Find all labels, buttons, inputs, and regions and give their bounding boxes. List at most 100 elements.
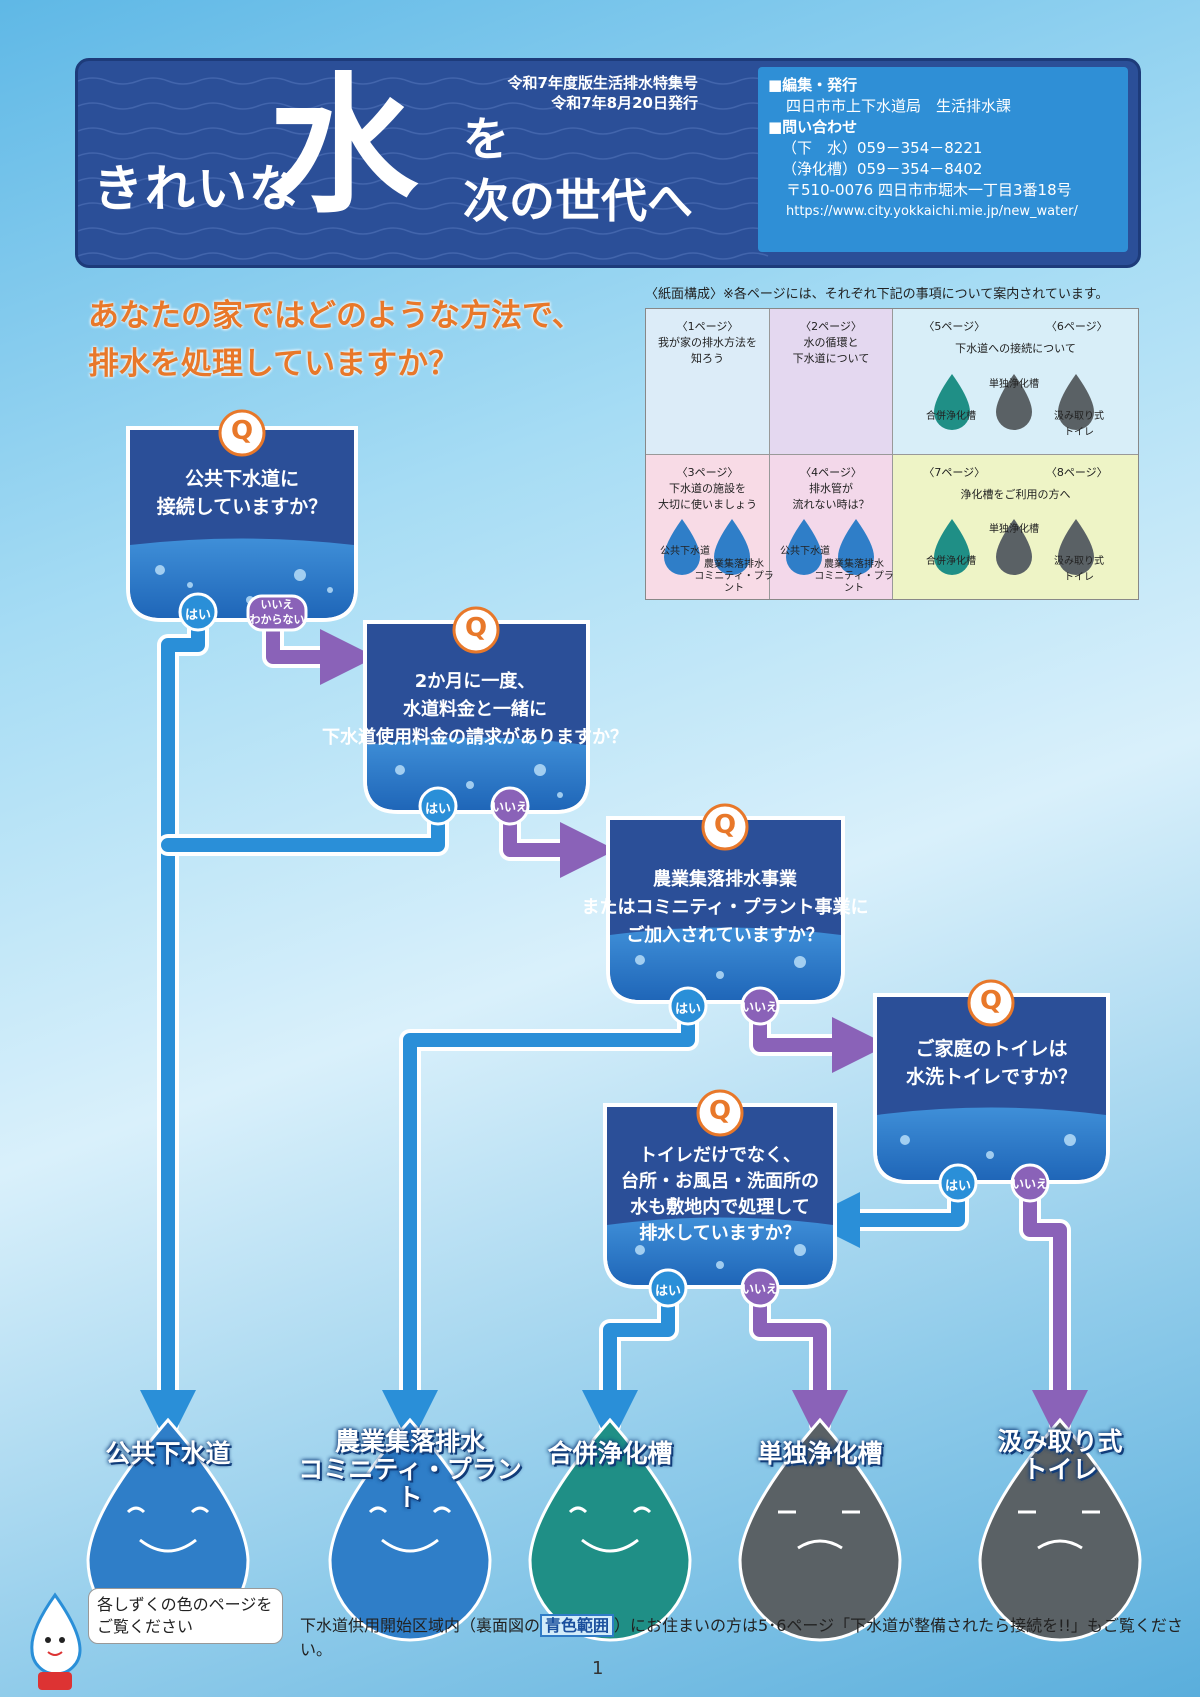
comp-label-kumitori-56: 汲み取り式トイレ [1044,409,1114,441]
contact-url[interactable]: https://www.city.yokkaichi.mie.jp/new_wa… [786,204,1078,219]
pipe-q5-yes-outline [599,1274,679,1436]
comp-page5-label: 〈5ページ〉 [923,320,986,333]
q-mark-circles [218,409,1015,1137]
comp-drop-tandoku-78 [996,519,1032,575]
q4-text: ご家庭のトイレは 水洗トイレですか？ [877,1035,1106,1091]
q3-no-label: いいえ [741,1000,778,1014]
q5-mark: Q [708,1096,732,1126]
result-kumitori-label: 汲み取り式 トイレ [970,1428,1150,1484]
comp-page8-label: 〈8ページ〉 [1045,466,1108,479]
pipe-q2-yes [161,805,445,852]
comp-label-kokyo-3: 公共下水道 [660,546,710,557]
q4-mark: Q [979,986,1003,1016]
title-prefix: きれいな [93,159,301,218]
comp-page3-text1: 下水道の施設を [669,482,746,495]
comp-label-kumitori-78a: 汲み取り式 [1054,556,1104,567]
q2-container [363,620,590,814]
q5-container [603,1103,837,1289]
q5-line1: トイレだけでなく、 [639,1145,801,1166]
q1-container [126,426,358,622]
q4-container [873,993,1110,1184]
header-banner: きれいな 水 を 次の世代へ 令和7年度版生活排水特集号 令和7年8月20日発行… [75,58,1141,268]
comp-page1-text2: 知ろう [691,352,724,365]
result-nogyo-line1: 農業集落排水 [334,1427,485,1456]
comp-label-tandoku-78: 単独浄化槽 [989,524,1039,535]
q3-line2: またはコミニティ・プラント事業に [581,897,869,918]
comp-cell-page3: 〈3ページ〉 下水道の施設を 大切に使いましょう [646,454,769,599]
comp-page56-text: 下水道への接続について [955,342,1076,355]
mascot-speech-bubble: 各しずくの色のページを ご覧ください [88,1588,283,1644]
comp-page2-text1: 水の循環と [803,336,859,349]
q1-no-label: いいえ わからない [246,597,308,627]
comp-drop-gappei-56 [934,374,970,430]
comp-page2-text2: 下水道について [792,352,870,365]
q1-line1: 公共下水道に [184,468,299,490]
comp-drop-nogyo-4 [838,519,874,575]
q3-line1: 農業集落排水事業 [653,869,797,890]
comp-label-kokyo-4: 公共下水道 [780,546,830,557]
contact-publisher: 四日市市上下水道局 生活排水課 [786,97,1012,115]
contact-heading-inquiry: ■問い合わせ [768,118,858,136]
pipe-q4-no [1023,1173,1088,1446]
q5-text: トイレだけでなく、 台所・お風呂・洗面所の 水も敷地内で処理して 排水しています… [607,1143,833,1247]
page-number: 1 [592,1658,604,1679]
q1-line2: 接続していますか？ [156,496,328,518]
comp-drop-gappei-78 [934,519,970,575]
bottom-note-post: ）にお住まいの方は5･6ページ「下水道が整備されたら接続を!!」もご覧ください。 [300,1616,1183,1659]
page-heading: あなたの家ではどのような方法で、 排水を処理していますか？ [88,292,583,388]
drop-tandoku [738,1417,902,1642]
q3-container [606,816,845,1004]
comp-drop-nogyo-3 [714,519,750,575]
pipe-q1-yes [140,611,205,1446]
composition-title: 〈紙面構成〉※各ページには、それぞれ下記の事項について案内されています。 [645,287,1109,302]
comp-label-kumitori-56a: 汲み取り式 [1054,411,1104,422]
comp-drop-tandoku-56 [996,374,1032,430]
comp-cell-page2: 〈2ページ〉 水の循環と 下水道について [769,309,892,454]
q2-mark: Q [464,613,488,643]
bottom-note-highlight: 青色範囲 [540,1614,615,1637]
mascot-icon [30,1592,82,1690]
comp-page2-label: 〈2ページ〉 [800,320,862,333]
bubble-line2: ご覧ください [97,1617,194,1636]
edition-info: 令和7年度版生活排水特集号 令和7年8月20日発行 [498,73,698,113]
result-kumitori-line2: トイレ [1022,1455,1098,1484]
q1-mark: Q [230,416,254,446]
comp-page1-label: 〈1ページ〉 [676,320,739,333]
comp-label-nogyo-4b: コミニティ・プラント [814,571,894,594]
result-kokyo-label: 公共下水道 [105,1439,231,1468]
comp-label-nogyo-3a: 農業集落排水 [704,559,764,570]
q2-no-label: いいえ [491,800,528,814]
comp-cell-page4: 〈4ページ〉 排水管が 流れない時は？ [769,454,892,599]
comp-label-nogyo-4a: 農業集落排水 [824,559,884,570]
q3-text: 農業集落排水事業 またはコミニティ・プラント事業に ご加入されていますか？ [555,866,895,950]
comp-page7-label: 〈7ページ〉 [923,466,986,479]
comp-label-nogyo-4: 農業集落排水コミニティ・プラント [814,559,894,595]
answer-badges [178,592,1050,1308]
q4-line2: 水洗トイレですか？ [905,1066,1077,1088]
comp-cell-page1: 〈1ページ〉 我が家の排水方法を 知ろう [646,309,769,454]
comp-drop-kumitori-78 [1058,519,1094,575]
q4-line1: ご家庭のトイレは [915,1038,1068,1060]
comp-drop-kokyo-4 [786,519,822,575]
comp-drop-kokyo-3 [664,519,700,575]
title-main-kanji: 水 [268,58,419,234]
contact-address: 〒510-0076 四日市市堀木一丁目3番18号 [786,181,1072,199]
q1-no-line1: いいえ [260,598,294,611]
edition-line-2: 令和7年8月20日発行 [551,94,698,112]
contact-box: ■編集・発行 四日市市上下水道局 生活排水課 ■問い合わせ （下 水）059－3… [758,67,1128,252]
q4-no-label: いいえ [1011,1177,1048,1191]
q5-line3: 水も敷地内で処理して [630,1197,810,1218]
drop-gappei [528,1417,692,1642]
comp-page4-text1: 排水管が [809,482,853,495]
q2-yes-label: はい [424,802,451,817]
result-drops [86,1417,1142,1642]
drop-kumitori [978,1417,1142,1642]
comp-page6-label: 〈6ページ〉 [1045,320,1108,333]
q2-text: 2か月に一度、 水道料金と一緒に 下水道使用料金の請求がありますか？ [290,668,660,752]
comp-page4-text2: 流れない時は？ [792,498,870,511]
comp-label-tandoku-56: 単独浄化槽 [989,379,1039,390]
result-tandoku-label: 単独浄化槽 [757,1439,883,1468]
heading-line-1: あなたの家ではどのような方法で、 [88,298,583,334]
q1-no-line2: わからない [249,613,305,626]
q5-yes-label: はい [654,1284,681,1299]
